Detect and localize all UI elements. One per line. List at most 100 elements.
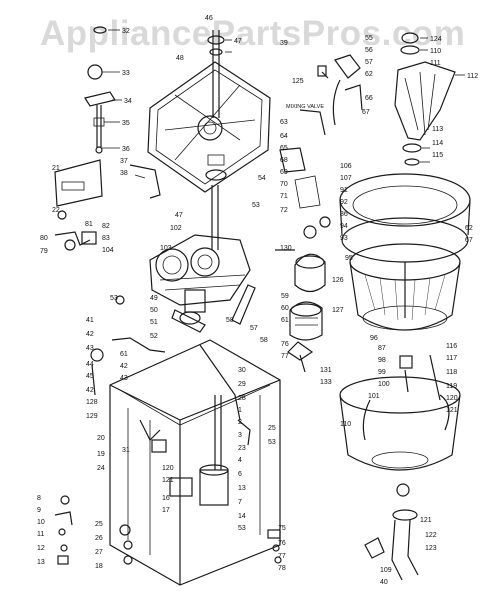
svg-text:76: 76 — [278, 540, 286, 547]
svg-text:20: 20 — [97, 435, 105, 442]
svg-text:12: 12 — [37, 545, 45, 552]
svg-text:49: 49 — [150, 295, 158, 302]
gearbox — [149, 185, 251, 333]
svg-text:28: 28 — [238, 395, 246, 402]
svg-text:13: 13 — [238, 485, 246, 492]
svg-text:65: 65 — [280, 145, 288, 152]
svg-text:119: 119 — [446, 383, 457, 390]
pump-motor — [287, 225, 326, 373]
svg-text:120: 120 — [162, 465, 174, 472]
svg-text:131: 131 — [320, 367, 332, 374]
svg-text:19: 19 — [97, 451, 105, 458]
svg-text:24: 24 — [97, 465, 105, 472]
svg-text:116: 116 — [446, 343, 457, 350]
svg-text:67: 67 — [362, 109, 370, 116]
svg-text:69: 69 — [280, 169, 288, 176]
svg-text:76: 76 — [281, 341, 289, 348]
svg-text:124: 124 — [430, 36, 442, 43]
svg-text:29: 29 — [238, 381, 246, 388]
svg-text:51: 51 — [150, 319, 158, 326]
brake-arm — [90, 249, 295, 396]
svg-text:33: 33 — [122, 70, 130, 77]
svg-text:36: 36 — [122, 146, 130, 153]
svg-text:27: 27 — [95, 549, 103, 556]
svg-text:130: 130 — [280, 245, 292, 252]
svg-text:53: 53 — [110, 295, 118, 302]
svg-text:42: 42 — [86, 331, 94, 338]
svg-text:92: 92 — [340, 199, 348, 206]
svg-text:80: 80 — [40, 235, 48, 242]
svg-text:98: 98 — [378, 357, 386, 364]
svg-text:11: 11 — [37, 531, 44, 538]
svg-text:100: 100 — [378, 381, 390, 388]
svg-text:35: 35 — [122, 120, 130, 127]
svg-text:96: 96 — [370, 335, 378, 342]
svg-text:110: 110 — [340, 421, 351, 428]
svg-text:3: 3 — [238, 432, 242, 439]
svg-text:87: 87 — [378, 345, 386, 352]
drive-plate — [147, 30, 271, 193]
svg-text:91: 91 — [340, 187, 348, 194]
svg-text:82: 82 — [102, 223, 110, 230]
svg-text:10: 10 — [37, 519, 45, 526]
svg-text:57: 57 — [365, 59, 373, 66]
svg-text:104: 104 — [102, 247, 114, 254]
svg-text:53: 53 — [268, 439, 276, 446]
svg-text:127: 127 — [332, 307, 344, 314]
svg-text:77: 77 — [281, 353, 289, 360]
svg-text:102: 102 — [170, 225, 182, 232]
svg-text:86: 86 — [340, 211, 348, 218]
svg-text:120: 120 — [446, 395, 458, 402]
svg-text:59: 59 — [281, 293, 289, 300]
svg-text:83: 83 — [102, 235, 110, 242]
svg-text:95: 95 — [345, 255, 353, 262]
svg-text:109: 109 — [380, 567, 392, 574]
agitator — [394, 32, 456, 166]
svg-text:121: 121 — [420, 517, 432, 524]
svg-text:67: 67 — [465, 237, 473, 244]
svg-text:58: 58 — [260, 337, 268, 344]
svg-text:118: 118 — [446, 369, 457, 376]
svg-text:17: 17 — [162, 507, 170, 514]
svg-text:48: 48 — [176, 55, 184, 62]
svg-text:107: 107 — [340, 175, 352, 182]
svg-text:103: 103 — [160, 245, 172, 252]
svg-text:93: 93 — [340, 235, 348, 242]
svg-text:50: 50 — [150, 307, 158, 314]
svg-text:57: 57 — [250, 325, 258, 332]
drain-hose — [364, 509, 419, 581]
svg-text:126: 126 — [332, 277, 344, 284]
svg-text:62: 62 — [365, 71, 373, 78]
svg-text:47: 47 — [234, 38, 242, 45]
svg-text:6: 6 — [238, 471, 242, 478]
svg-text:14: 14 — [238, 513, 246, 520]
svg-text:101: 101 — [368, 393, 380, 400]
svg-text:123: 123 — [425, 545, 437, 552]
svg-text:62: 62 — [465, 225, 473, 232]
svg-text:32: 32 — [122, 28, 130, 35]
svg-text:23: 23 — [238, 445, 246, 452]
svg-text:56: 56 — [365, 47, 373, 54]
svg-text:117: 117 — [446, 355, 457, 362]
svg-text:72: 72 — [280, 207, 288, 214]
svg-text:121: 121 — [446, 407, 458, 414]
svg-text:128: 128 — [86, 399, 98, 406]
svg-text:31: 31 — [122, 447, 130, 454]
svg-text:30: 30 — [238, 367, 246, 374]
svg-text:81: 81 — [85, 221, 93, 228]
svg-text:63: 63 — [280, 119, 288, 126]
svg-text:21: 21 — [52, 165, 60, 172]
mixing-valve — [279, 54, 363, 228]
svg-text:75: 75 — [278, 525, 286, 532]
svg-text:52: 52 — [150, 333, 158, 340]
svg-text:78: 78 — [278, 565, 286, 572]
svg-text:54: 54 — [258, 175, 266, 182]
svg-text:26: 26 — [95, 535, 103, 542]
cabinet-frame — [109, 339, 281, 586]
svg-text:16: 16 — [162, 495, 170, 502]
svg-text:64: 64 — [280, 133, 288, 140]
svg-text:112: 112 — [467, 73, 478, 80]
svg-text:113: 113 — [432, 126, 443, 133]
svg-text:39: 39 — [280, 40, 288, 47]
